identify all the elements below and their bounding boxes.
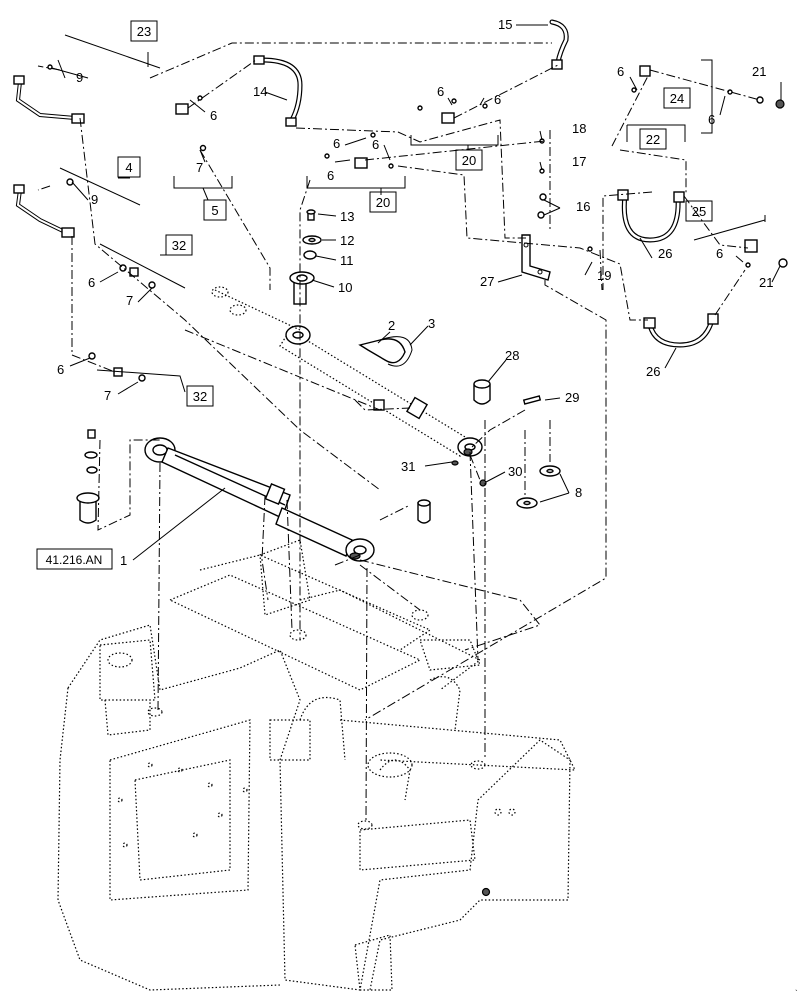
callout-19: 19 bbox=[597, 268, 611, 283]
svg-text:25: 25 bbox=[692, 204, 706, 219]
svg-text:32: 32 bbox=[193, 389, 207, 404]
callout-7: 7 bbox=[104, 388, 111, 403]
steering-cylinder bbox=[144, 437, 375, 562]
svg-text:23: 23 bbox=[137, 24, 151, 39]
left-pin-stack bbox=[76, 429, 100, 524]
group-box-20[interactable]: 20 bbox=[455, 149, 483, 171]
group-box-24[interactable]: 24 bbox=[663, 87, 691, 109]
callout-28: 28 bbox=[505, 348, 519, 363]
callout-16: 16 bbox=[576, 199, 590, 214]
tube-9-lower bbox=[13, 184, 75, 238]
callout-6: 6 bbox=[494, 92, 501, 107]
group-box-5[interactable]: 5 bbox=[203, 199, 227, 221]
callout-6: 6 bbox=[617, 64, 624, 79]
callout-6: 6 bbox=[327, 168, 334, 183]
callout-2: 2 bbox=[388, 318, 395, 333]
callout-21: 21 bbox=[752, 64, 766, 79]
hose-26-lower bbox=[643, 313, 719, 348]
group-box-22[interactable]: 22 bbox=[639, 128, 667, 150]
svg-text:5: 5 bbox=[211, 203, 218, 218]
reference-box-41-216-an[interactable]: 41.216.AN bbox=[36, 548, 113, 570]
callout-numbers: 9 9 6 14 15 7 6 6 6 6 6 18 17 16 19 27 6… bbox=[57, 17, 773, 568]
upper-cylinder bbox=[211, 286, 483, 457]
callout-27: 27 bbox=[480, 274, 494, 289]
group-box-25[interactable]: 25 bbox=[685, 200, 713, 222]
callout-6: 6 bbox=[57, 362, 64, 377]
callout-15: 15 bbox=[498, 17, 512, 32]
callout-26: 26 bbox=[658, 246, 672, 261]
callout-7: 7 bbox=[126, 293, 133, 308]
callout-30: 30 bbox=[508, 464, 522, 479]
hose-14 bbox=[253, 55, 303, 127]
callout-9: 9 bbox=[91, 192, 98, 207]
callout-8: 8 bbox=[575, 485, 582, 500]
svg-text:41.216.AN: 41.216.AN bbox=[46, 553, 103, 567]
small-pin bbox=[417, 499, 431, 524]
callout-26: 26 bbox=[646, 364, 660, 379]
callout-1: 1 bbox=[120, 553, 127, 568]
callout-14: 14 bbox=[253, 84, 267, 99]
svg-text:20: 20 bbox=[376, 195, 390, 210]
callout-18: 18 bbox=[572, 121, 586, 136]
group-box-4[interactable]: 4 bbox=[117, 156, 141, 178]
callout-13: 13 bbox=[340, 209, 354, 224]
callout-17: 17 bbox=[572, 154, 586, 169]
leader-lines bbox=[51, 24, 782, 561]
callout-6: 6 bbox=[372, 137, 379, 152]
routing-lines bbox=[37, 42, 761, 821]
chassis-frame bbox=[57, 539, 576, 991]
callout-7: 7 bbox=[196, 160, 203, 175]
group-box-32[interactable]: 32 bbox=[186, 385, 214, 407]
group-box-23[interactable]: 23 bbox=[130, 20, 158, 42]
callout-6: 6 bbox=[88, 275, 95, 290]
callout-10: 10 bbox=[338, 280, 352, 295]
callout-29: 29 bbox=[565, 390, 579, 405]
callout-12: 12 bbox=[340, 233, 354, 248]
callout-6: 6 bbox=[716, 246, 723, 261]
callout-6: 6 bbox=[437, 84, 444, 99]
pin-assembly bbox=[289, 209, 322, 305]
hose-15 bbox=[549, 19, 569, 70]
callout-11: 11 bbox=[340, 253, 354, 268]
bracket-27 bbox=[521, 234, 551, 281]
hose-26-upper bbox=[617, 189, 685, 243]
group-boxes: 23 4 5 20 20 24 22 25 bbox=[36, 20, 713, 570]
svg-text:4: 4 bbox=[125, 160, 132, 175]
svg-text:20: 20 bbox=[462, 153, 476, 168]
callout-6: 6 bbox=[333, 136, 340, 151]
fittings bbox=[47, 64, 788, 382]
tube-9-upper bbox=[13, 75, 85, 124]
group-box-20[interactable]: 20 bbox=[369, 191, 397, 213]
callout-21: 21 bbox=[759, 275, 773, 290]
washers bbox=[516, 465, 561, 509]
svg-text:22: 22 bbox=[646, 132, 660, 147]
svg-text:24: 24 bbox=[670, 91, 684, 106]
corner-mark: ` bbox=[795, 989, 798, 998]
callout-31: 31 bbox=[401, 459, 415, 474]
svg-text:32: 32 bbox=[172, 238, 186, 253]
group-box-32[interactable]: 32 bbox=[165, 234, 193, 256]
callout-3: 3 bbox=[428, 316, 435, 331]
callout-6: 6 bbox=[210, 108, 217, 123]
hose-clamp bbox=[358, 336, 413, 367]
callout-9: 9 bbox=[76, 70, 83, 85]
callout-6: 6 bbox=[708, 112, 715, 127]
pin-28 bbox=[451, 379, 542, 487]
